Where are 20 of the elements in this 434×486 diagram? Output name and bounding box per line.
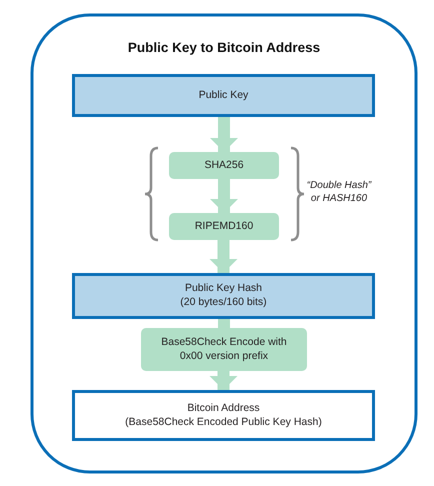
hash-step-box xyxy=(169,152,279,179)
node-text: (Base58Check Encoded Public Key Hash) xyxy=(125,416,322,430)
node-text: Base58Check Encode with 0x00 version prefix xyxy=(160,336,288,364)
arrow xyxy=(210,179,238,213)
process-box xyxy=(72,273,375,319)
hash-step-box xyxy=(169,213,279,240)
node-text: Public Key xyxy=(198,88,248,102)
node-text: Public Key Hash xyxy=(184,282,262,296)
node-text: RIPEMD160 xyxy=(194,220,254,234)
node-text: (20 bytes/160 bits) xyxy=(180,296,267,310)
arrow xyxy=(210,240,238,273)
node-text: Bitcoin Address xyxy=(187,402,260,416)
result-box xyxy=(72,390,375,441)
arrow xyxy=(210,371,238,390)
arrow xyxy=(210,117,238,152)
diagram-title: Public Key to Bitcoin Address xyxy=(126,40,322,55)
hash-step-box xyxy=(141,328,307,371)
note-text: “Double Hash” or HASH160 xyxy=(306,180,372,205)
process-box xyxy=(72,74,375,117)
node-text: SHA256 xyxy=(204,158,244,172)
